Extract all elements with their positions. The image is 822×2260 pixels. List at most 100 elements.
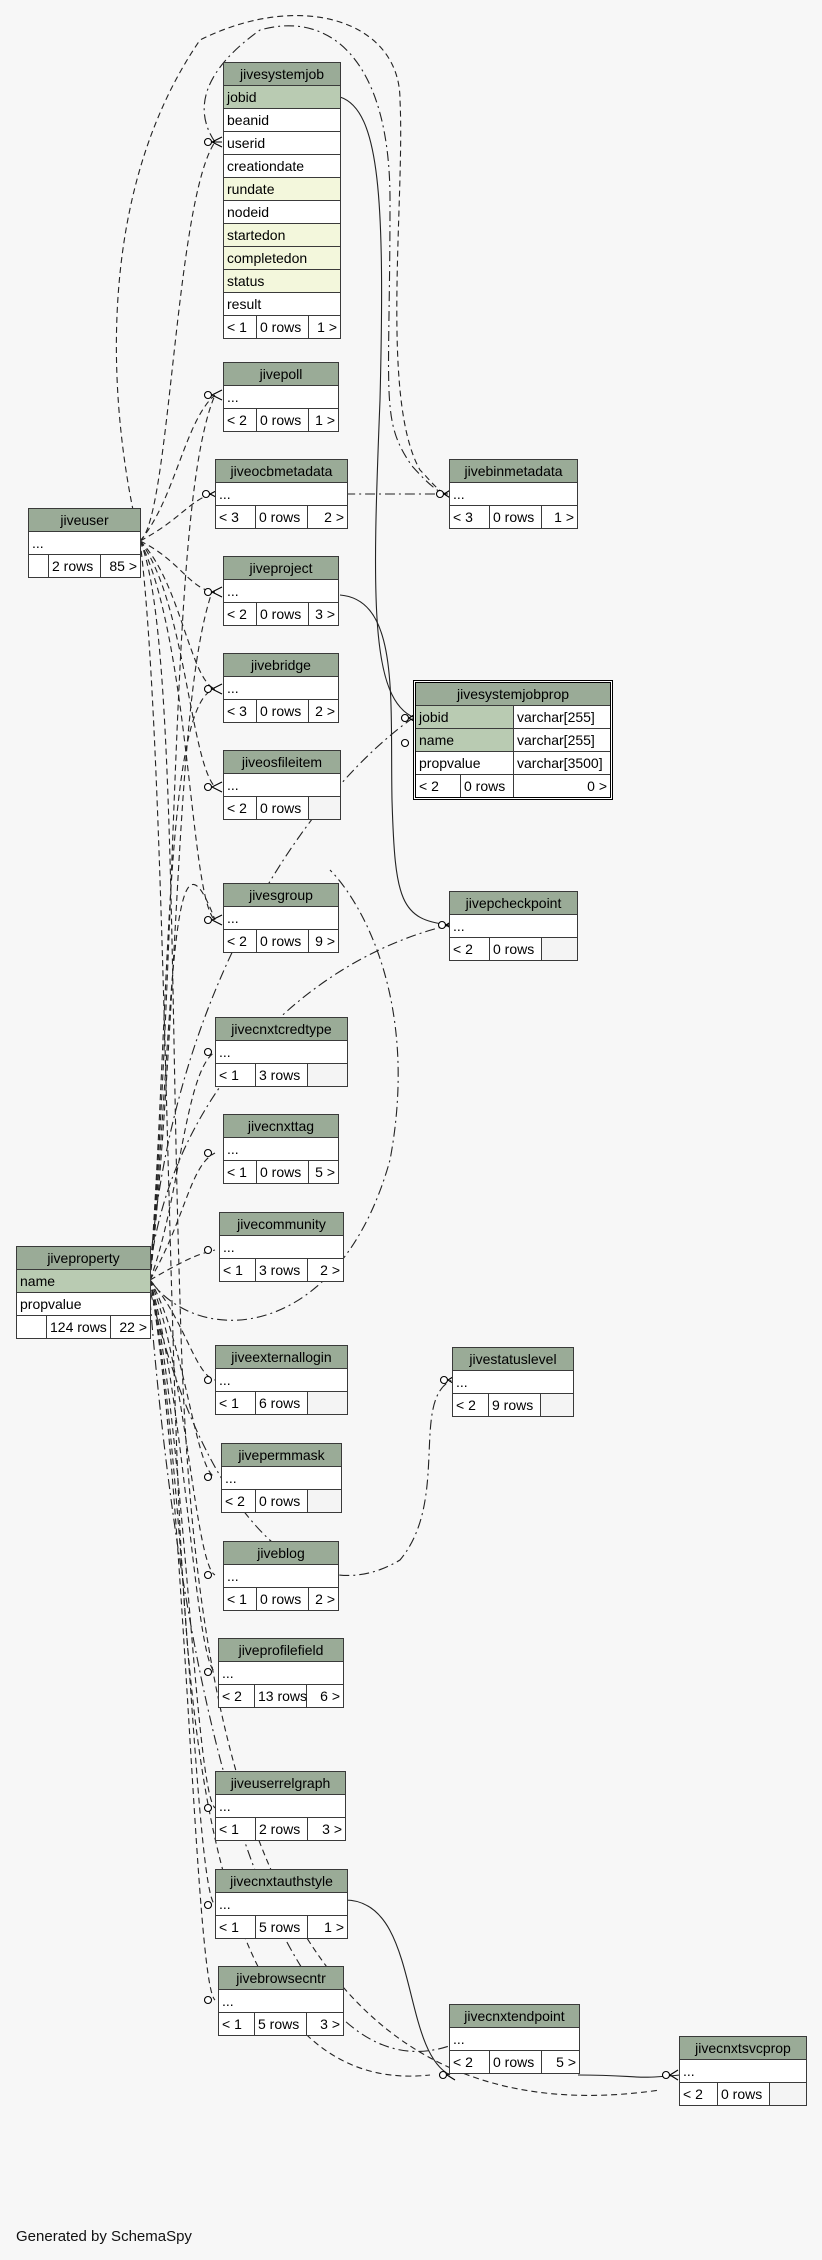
column-type: varchar[3500]	[517, 755, 603, 771]
table-title: jiveocbmetadata	[216, 460, 347, 483]
parents-count[interactable]: < 2	[224, 930, 257, 952]
table-jiveosfileitem[interactable]: jiveosfileitem ... < 2 0 rows	[223, 750, 341, 820]
parents-count[interactable]: < 2	[224, 797, 257, 819]
table-jivepoll[interactable]: jivepoll ... < 2 0 rows 1 >	[223, 362, 339, 432]
children-count[interactable]: 22 >	[119, 1319, 147, 1335]
children-count	[308, 1064, 347, 1086]
column-userid: userid	[224, 132, 340, 155]
table-jivepermmask[interactable]: jivepermmask ... < 2 0 rows	[221, 1443, 342, 1513]
property-relationships	[149, 394, 216, 2001]
children-count[interactable]: 3 >	[320, 2016, 340, 2032]
table-jivesystemjob[interactable]: jivesystemjob jobid beanid userid creati…	[223, 62, 341, 339]
row-count: 0 rows	[490, 938, 542, 960]
column-ellipsis: ...	[224, 1565, 338, 1588]
table-jivestatuslevel[interactable]: jivestatuslevel ... < 2 9 rows	[452, 1347, 574, 1417]
row-count: 5 rows	[255, 2013, 307, 2035]
table-jivesystemjobprop[interactable]: jivesystemjobprop jobid varchar[255] nam…	[413, 680, 613, 800]
children-count[interactable]: 1 >	[324, 1919, 344, 1935]
table-jiveproperty[interactable]: jiveproperty name propvalue 124 rows 22 …	[16, 1246, 151, 1339]
table-jivepcheckpoint[interactable]: jivepcheckpoint ... < 2 0 rows	[449, 891, 578, 961]
column-nodeid: nodeid	[224, 201, 340, 224]
table-footer: < 2 0 rows 0 >	[416, 775, 610, 797]
row-count: 0 rows	[256, 1490, 308, 1512]
parents-count[interactable]: < 2	[453, 1394, 489, 1416]
parents-count[interactable]: < 2	[450, 2051, 490, 2073]
column-ellipsis: ...	[450, 2028, 579, 2051]
parents-count[interactable]: < 2	[450, 938, 490, 960]
table-jiveuser[interactable]: jiveuser ... 2 rows 85 >	[28, 508, 141, 578]
column-ellipsis: ...	[224, 1138, 338, 1161]
column-ellipsis: ...	[219, 1990, 343, 2013]
children-count[interactable]: 3 >	[322, 1821, 342, 1837]
table-jiveblog[interactable]: jiveblog ... < 1 0 rows 2 >	[223, 1541, 339, 1611]
children-count	[541, 1394, 573, 1416]
table-footer: < 1 0 rows 1 >	[224, 316, 340, 338]
table-footer: < 1 3 rows	[216, 1064, 347, 1086]
parents-count[interactable]: < 1	[220, 1259, 256, 1281]
parents-count[interactable]: < 2	[224, 603, 257, 625]
table-jiveexternallogin[interactable]: jiveexternallogin ... < 1 6 rows	[215, 1345, 348, 1415]
parents-count	[17, 1316, 47, 1338]
children-count[interactable]: 5 >	[556, 2054, 576, 2070]
row-count: 2 rows	[49, 555, 101, 577]
table-title: jivecnxtcredtype	[216, 1018, 347, 1041]
children-count[interactable]: 9 >	[315, 933, 335, 949]
parents-count[interactable]: < 2	[219, 1685, 255, 1707]
parents-count[interactable]: < 1	[224, 316, 257, 338]
table-jivesgroup[interactable]: jivesgroup ... < 2 0 rows 9 >	[223, 883, 339, 953]
table-footer: < 3 0 rows 2 >	[216, 506, 347, 528]
parents-count[interactable]: < 1	[216, 1916, 256, 1938]
parents-count[interactable]: < 2	[224, 409, 257, 431]
column-ellipsis: ...	[224, 677, 338, 700]
table-jivebinmetadata[interactable]: jivebinmetadata ... < 3 0 rows 1 >	[449, 459, 578, 529]
table-jiveocbmetadata[interactable]: jiveocbmetadata ... < 3 0 rows 2 >	[215, 459, 348, 529]
children-count[interactable]: 3 >	[315, 606, 335, 622]
column-creationdate: creationdate	[224, 155, 340, 178]
children-count[interactable]: 2 >	[324, 509, 344, 525]
parents-count[interactable]: < 2	[680, 2083, 718, 2105]
table-jivebrowsecntr[interactable]: jivebrowsecntr ... < 1 5 rows 3 >	[218, 1966, 344, 2036]
table-jivecnxtsvcprop[interactable]: jivecnxtsvcprop ... < 2 0 rows	[679, 2036, 807, 2106]
table-jiveproject[interactable]: jiveproject ... < 2 0 rows 3 >	[223, 556, 339, 626]
parents-count[interactable]: < 1	[224, 1161, 257, 1183]
table-jiveprofilefield[interactable]: jiveprofilefield ... < 2 13 rows 6 >	[218, 1638, 344, 1708]
parents-count[interactable]: < 1	[219, 2013, 255, 2035]
children-count[interactable]: 5 >	[315, 1164, 335, 1180]
column-ellipsis: ...	[216, 1893, 347, 1916]
parents-count[interactable]: < 2	[222, 1490, 256, 1512]
children-count[interactable]: 2 >	[315, 703, 335, 719]
table-jivecnxtcredtype[interactable]: jivecnxtcredtype ... < 1 3 rows	[215, 1017, 348, 1087]
column-jobid: jobid	[224, 86, 340, 109]
children-count[interactable]: 2 >	[315, 1591, 335, 1607]
children-count[interactable]: 6 >	[320, 1688, 340, 1704]
parents-count[interactable]: < 1	[216, 1818, 256, 1840]
table-jivecnxtauthstyle[interactable]: jivecnxtauthstyle ... < 1 5 rows 1 >	[215, 1869, 348, 1939]
children-count[interactable]: 85 >	[109, 558, 137, 574]
table-footer: < 2 0 rows	[450, 938, 577, 960]
table-jiveuserrelgraph[interactable]: jiveuserrelgraph ... < 1 2 rows 3 >	[215, 1771, 346, 1841]
parents-count[interactable]: < 3	[224, 700, 257, 722]
table-title: jivebrowsecntr	[219, 1967, 343, 1990]
column-ellipsis: ...	[224, 386, 338, 409]
column-ellipsis: ...	[450, 483, 577, 506]
column-ellipsis: ...	[216, 483, 347, 506]
children-count[interactable]: 1 >	[317, 319, 337, 335]
table-jivecommunity[interactable]: jivecommunity ... < 1 3 rows 2 >	[219, 1212, 344, 1282]
parents-count[interactable]: < 3	[450, 506, 490, 528]
table-jivecnxttag[interactable]: jivecnxttag ... < 1 0 rows 5 >	[223, 1114, 339, 1184]
column-ellipsis: ...	[220, 1236, 343, 1259]
generator-credit: Generated by SchemaSpy	[16, 2228, 192, 2245]
children-count[interactable]: 2 >	[320, 1262, 340, 1278]
table-jivecnxtendpoint[interactable]: jivecnxtendpoint ... < 2 0 rows 5 >	[449, 2004, 580, 2074]
children-count[interactable]: 1 >	[554, 509, 574, 525]
parents-count[interactable]: < 3	[216, 506, 256, 528]
parents-count[interactable]: < 1	[224, 1588, 257, 1610]
table-footer: 124 rows 22 >	[17, 1316, 150, 1338]
children-count[interactable]: 1 >	[315, 412, 335, 428]
parents-count[interactable]: < 1	[216, 1392, 256, 1414]
table-jivebridge[interactable]: jivebridge ... < 3 0 rows 2 >	[223, 653, 339, 723]
parents-count[interactable]: < 1	[216, 1064, 256, 1086]
parents-count[interactable]: < 2	[416, 775, 461, 797]
row-count: 0 rows	[461, 775, 514, 797]
